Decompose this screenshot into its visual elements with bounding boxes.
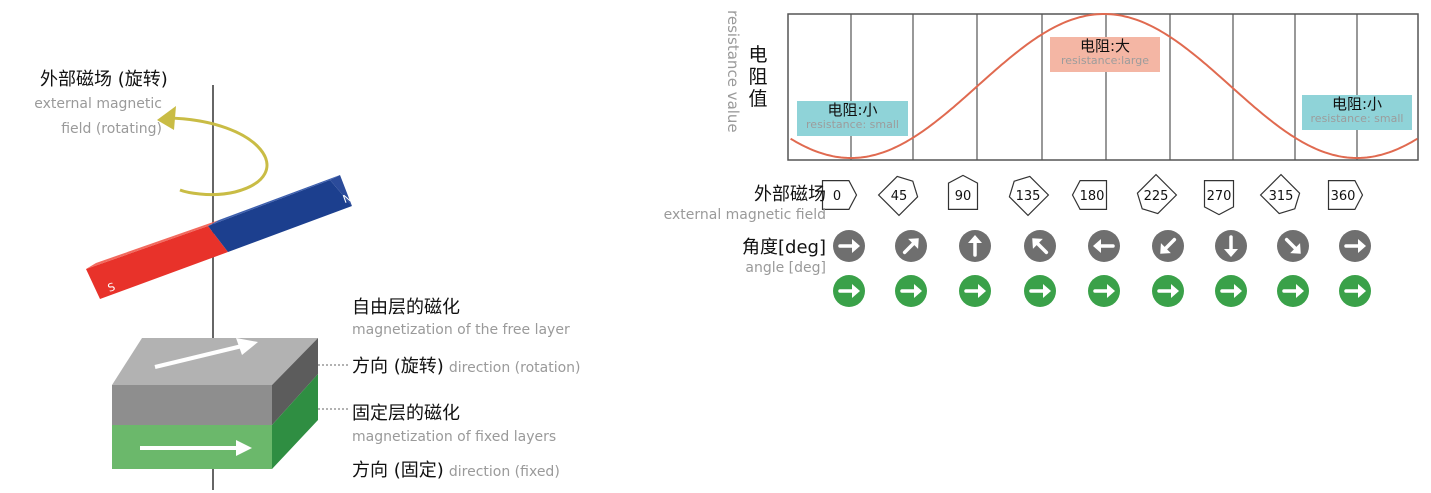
field-shape-225: 225 bbox=[1136, 173, 1178, 215]
magnet-north-side bbox=[208, 180, 352, 252]
external-field-title: 外部磁场 (旋转) bbox=[40, 69, 168, 90]
fixed-direction-icon-90 bbox=[959, 275, 991, 307]
field-direction-icon-135 bbox=[1024, 230, 1056, 262]
fixed-layer-direction-en: direction (fixed) bbox=[448, 464, 560, 480]
fixed-layer-direction: 方向 (固定) direction (fixed) bbox=[352, 456, 560, 482]
fixed-layer-direction-zh: 方向 (固定) bbox=[352, 460, 444, 481]
resistance-small-badge-left: 电阻:小 resistance: small bbox=[797, 101, 908, 136]
field-shape-45: 45 bbox=[877, 175, 919, 217]
field-angle-label-90: 90 bbox=[955, 189, 972, 204]
field-direction-icon-360 bbox=[1339, 230, 1371, 262]
fixed-direction-icon-0 bbox=[833, 275, 865, 307]
resistance-small-badge-right: 电阻:小 resistance: small bbox=[1302, 95, 1412, 130]
external-field-en-2: field (rotating) bbox=[61, 121, 162, 137]
fixed-layer-en: magnetization of fixed layers bbox=[352, 429, 557, 445]
fixed-layer-block bbox=[112, 374, 318, 469]
field-direction-icon-225 bbox=[1152, 230, 1184, 262]
field-shape-360: 360 bbox=[1327, 180, 1364, 210]
free-layer-title: 自由层的磁化 bbox=[352, 297, 460, 318]
fixed-direction-icon-360 bbox=[1339, 275, 1371, 307]
field-shape-315: 315 bbox=[1259, 173, 1301, 215]
field-shape-row: 0 45 90 135 180 225 270 315 360 bbox=[821, 173, 1364, 217]
badge-right-en: resistance: small bbox=[1310, 112, 1404, 126]
field-direction-icon-315 bbox=[1277, 230, 1309, 262]
field-angle-label-270: 270 bbox=[1207, 189, 1232, 204]
y-axis-en: resistance value bbox=[724, 10, 742, 133]
field-angle-label-45: 45 bbox=[891, 189, 908, 204]
field-angle-label-225: 225 bbox=[1144, 189, 1169, 204]
free-layer-en: magnetization of the free layer bbox=[352, 322, 570, 338]
field-angle-row bbox=[833, 230, 1371, 262]
fixed-direction-icon-225 bbox=[1152, 275, 1184, 307]
free-layer-block bbox=[112, 338, 318, 425]
badge-right-zh: 电阻:小 bbox=[1331, 95, 1383, 113]
y-axis-zh: 电阻值 bbox=[748, 44, 772, 110]
field-row-en: external magnetic field bbox=[663, 207, 826, 223]
magnet-south-side bbox=[86, 226, 228, 299]
field-row-zh: 外部磁场 bbox=[754, 184, 826, 205]
free-layer-direction-zh: 方向 (旋转) bbox=[352, 356, 444, 377]
field-angle-label-135: 135 bbox=[1016, 189, 1041, 204]
external-field-en-1: external magnetic bbox=[34, 96, 162, 112]
resistance-curve bbox=[790, 13, 1418, 159]
field-angle-label-315: 315 bbox=[1269, 189, 1294, 204]
badge-left-en: resistance: small bbox=[806, 118, 899, 132]
badge-large-en: resistance:large bbox=[1061, 54, 1149, 68]
chart-grid bbox=[850, 14, 1358, 160]
field-shape-90: 90 bbox=[947, 174, 979, 210]
chart-frame bbox=[787, 13, 1419, 161]
fixed-direction-icon-135 bbox=[1024, 275, 1056, 307]
angle-row-en: angle [deg] bbox=[745, 260, 826, 276]
fixed-direction-icon-270 bbox=[1215, 275, 1247, 307]
field-shape-0: 0 bbox=[821, 180, 858, 210]
field-angle-label-360: 360 bbox=[1331, 189, 1356, 204]
field-direction-icon-45 bbox=[895, 230, 927, 262]
fixed-direction-icon-45 bbox=[895, 275, 927, 307]
free-layer-direction: 方向 (旋转) direction (rotation) bbox=[352, 352, 581, 378]
fixed-angle-row bbox=[833, 275, 1371, 307]
field-angle-label-0: 0 bbox=[833, 189, 841, 204]
field-direction-icon-180 bbox=[1088, 230, 1120, 262]
rotation-arrow-head bbox=[157, 106, 176, 130]
resistance-large-badge: 电阻:大 resistance:large bbox=[1050, 37, 1160, 72]
free-layer-direction-en: direction (rotation) bbox=[448, 360, 581, 376]
fixed-direction-icon-315 bbox=[1277, 275, 1309, 307]
field-shape-270: 270 bbox=[1203, 180, 1235, 216]
field-shape-135: 135 bbox=[1008, 175, 1050, 217]
field-direction-icon-0 bbox=[833, 230, 865, 262]
y-axis-zh-text: 电阻值 bbox=[748, 44, 768, 110]
badge-left-zh: 电阻:小 bbox=[827, 101, 878, 119]
field-direction-icon-90 bbox=[959, 230, 991, 262]
field-direction-icon-270 bbox=[1215, 230, 1247, 262]
fixed-direction-icon-180 bbox=[1088, 275, 1120, 307]
magnet-diagram bbox=[86, 85, 352, 490]
fixed-layer-title: 固定层的磁化 bbox=[352, 403, 460, 424]
angle-row-zh: 角度[deg] bbox=[742, 237, 826, 258]
badge-large-zh: 电阻:大 bbox=[1079, 37, 1131, 55]
rotation-arrow bbox=[167, 116, 269, 197]
bar-magnet bbox=[86, 175, 352, 299]
field-angle-label-180: 180 bbox=[1080, 189, 1105, 204]
field-shape-180: 180 bbox=[1071, 180, 1108, 210]
